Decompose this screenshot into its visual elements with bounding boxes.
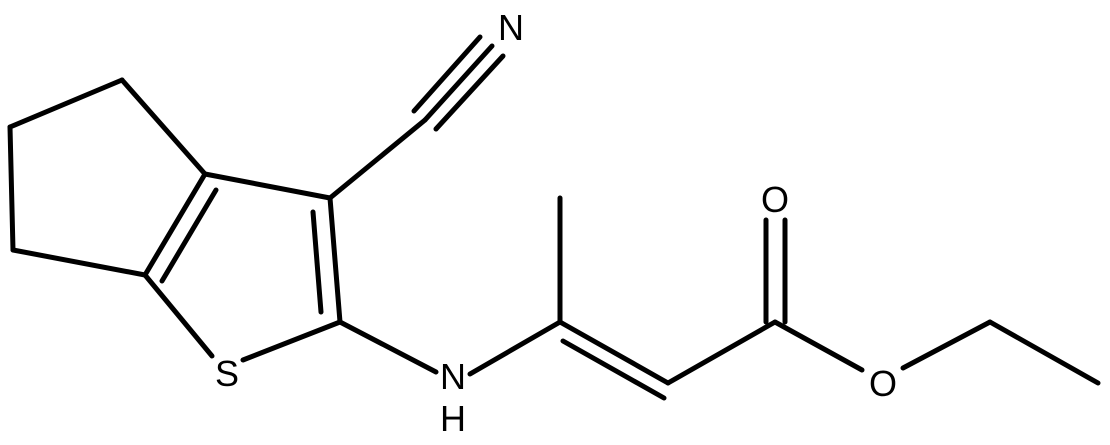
atom-label-ring-s: S [215,353,239,394]
bond-alkene-inner [560,338,667,401]
bond-s-c2 [240,319,343,363]
bond-cp-4 [119,77,208,177]
bond-c2-nh [337,319,439,375]
atom-label-ester-o: O [869,363,897,404]
bond-c2-c3-outer [327,195,343,325]
bond-c6a-s [142,272,215,359]
bond-c3a-c3 [202,171,333,201]
atom-label-carbonyl-o: O [761,179,789,220]
bond-triple-1 [422,43,495,123]
bond-cp-2 [7,124,16,253]
bond-fusion-outer [142,171,208,278]
bond-triple-3 [433,53,506,132]
bond-ch2-ch3 [987,319,1101,386]
bonds [7,34,1101,401]
bond-nh-c [467,319,563,377]
atom-label-amine-n: N [440,356,466,397]
bond-c3-cn [327,117,428,201]
bond-c2-c3-inner [310,209,324,315]
atom-label-amine-h: H [440,398,466,439]
bond-alkene-outer [557,319,671,386]
bond-ch-carbonyl [665,319,778,386]
bond-triple-2 [411,34,483,114]
atom-label-nitrile-n: N [498,7,524,48]
bond-c-o-ester [772,319,865,373]
bond-cp-1 [7,77,125,130]
atom-labels: N O O S N H [215,7,897,439]
bond-fusion-inner [159,187,219,284]
bond-cp-3 [10,247,148,278]
bond-o-ch2 [900,319,993,371]
